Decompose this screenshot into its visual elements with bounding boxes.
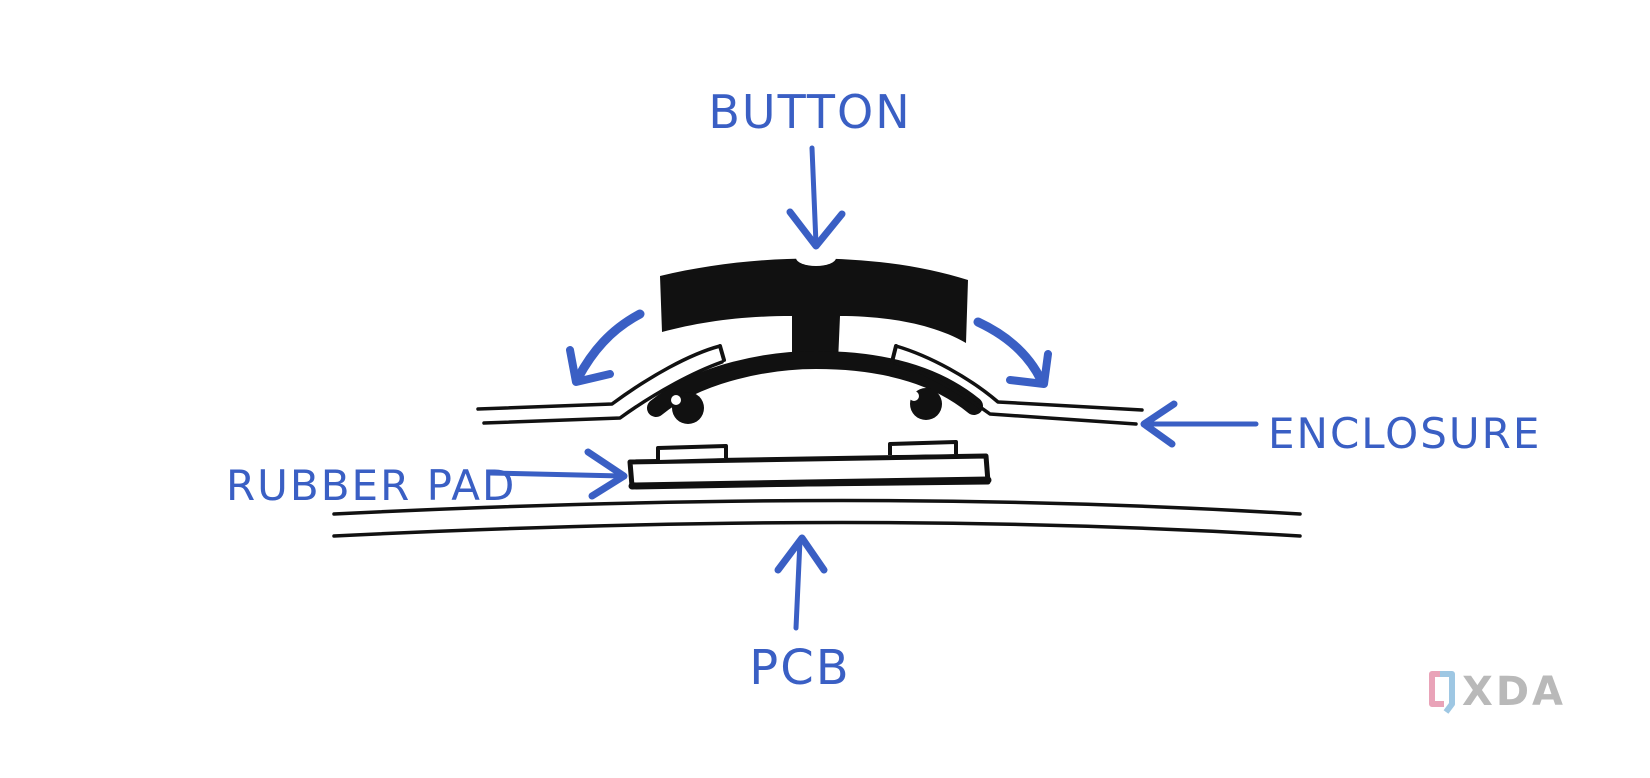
press-arrow-right-shaft: [973, 317, 1047, 387]
rubber-pad-bump-right: [888, 440, 958, 455]
enclosure-right-lower-line: [890, 360, 1138, 426]
pcb-arrow-shaft: [793, 537, 803, 631]
button-cap-t-shape: [660, 258, 968, 362]
button-lower-arc: [647, 351, 983, 417]
rubber-pad-arrow-shaft: [487, 470, 625, 479]
rubber-pad-arrow-head: [584, 448, 628, 500]
enclosure-right-upper-line: [894, 344, 1144, 412]
pcb-lower-line: [332, 520, 1302, 538]
annotation-arrows: [487, 145, 1259, 631]
press-arrow-right-head: [1006, 350, 1052, 388]
button-cap: [647, 250, 983, 424]
button-arrow-head: [786, 208, 846, 250]
rubber-pad-bump-left: [656, 444, 728, 460]
button-notch: [796, 250, 836, 266]
label-enclosure: ENCLOSURE: [1268, 409, 1541, 458]
press-arrow-left-shaft: [573, 309, 645, 383]
enclosure-right-end: [890, 344, 898, 364]
button-foot-left-highlight: [671, 395, 681, 405]
xda-logo: XDA: [1429, 669, 1566, 715]
xda-bracket-icon: [1429, 671, 1455, 714]
enclosure-left-upper-line: [476, 344, 722, 411]
button-foot-right-highlight: [909, 391, 919, 401]
enclosure-left-end: [718, 344, 726, 362]
xda-logo-text: XDA: [1462, 669, 1566, 715]
label-pcb: PCB: [749, 640, 850, 696]
pcb-upper-line: [332, 498, 1302, 516]
pcb-board: [332, 498, 1302, 538]
rubber-pad-bottom-edge: [628, 476, 992, 490]
button-arrow-shaft: [809, 145, 819, 247]
rubber-pad: [627, 440, 992, 490]
label-rubber-pad: RUBBER PAD: [226, 461, 516, 510]
label-button: BUTTON: [708, 85, 911, 139]
pcb-arrow-head: [774, 534, 828, 574]
enclosure-left-lower-line: [482, 360, 724, 425]
annotation-labels: BUTTON ENCLOSURE RUBBER PAD PCB: [226, 85, 1541, 696]
enclosure-shell: [476, 344, 1144, 426]
press-arrow-left-head: [566, 346, 614, 386]
enclosure-arrow-head: [1140, 400, 1178, 448]
